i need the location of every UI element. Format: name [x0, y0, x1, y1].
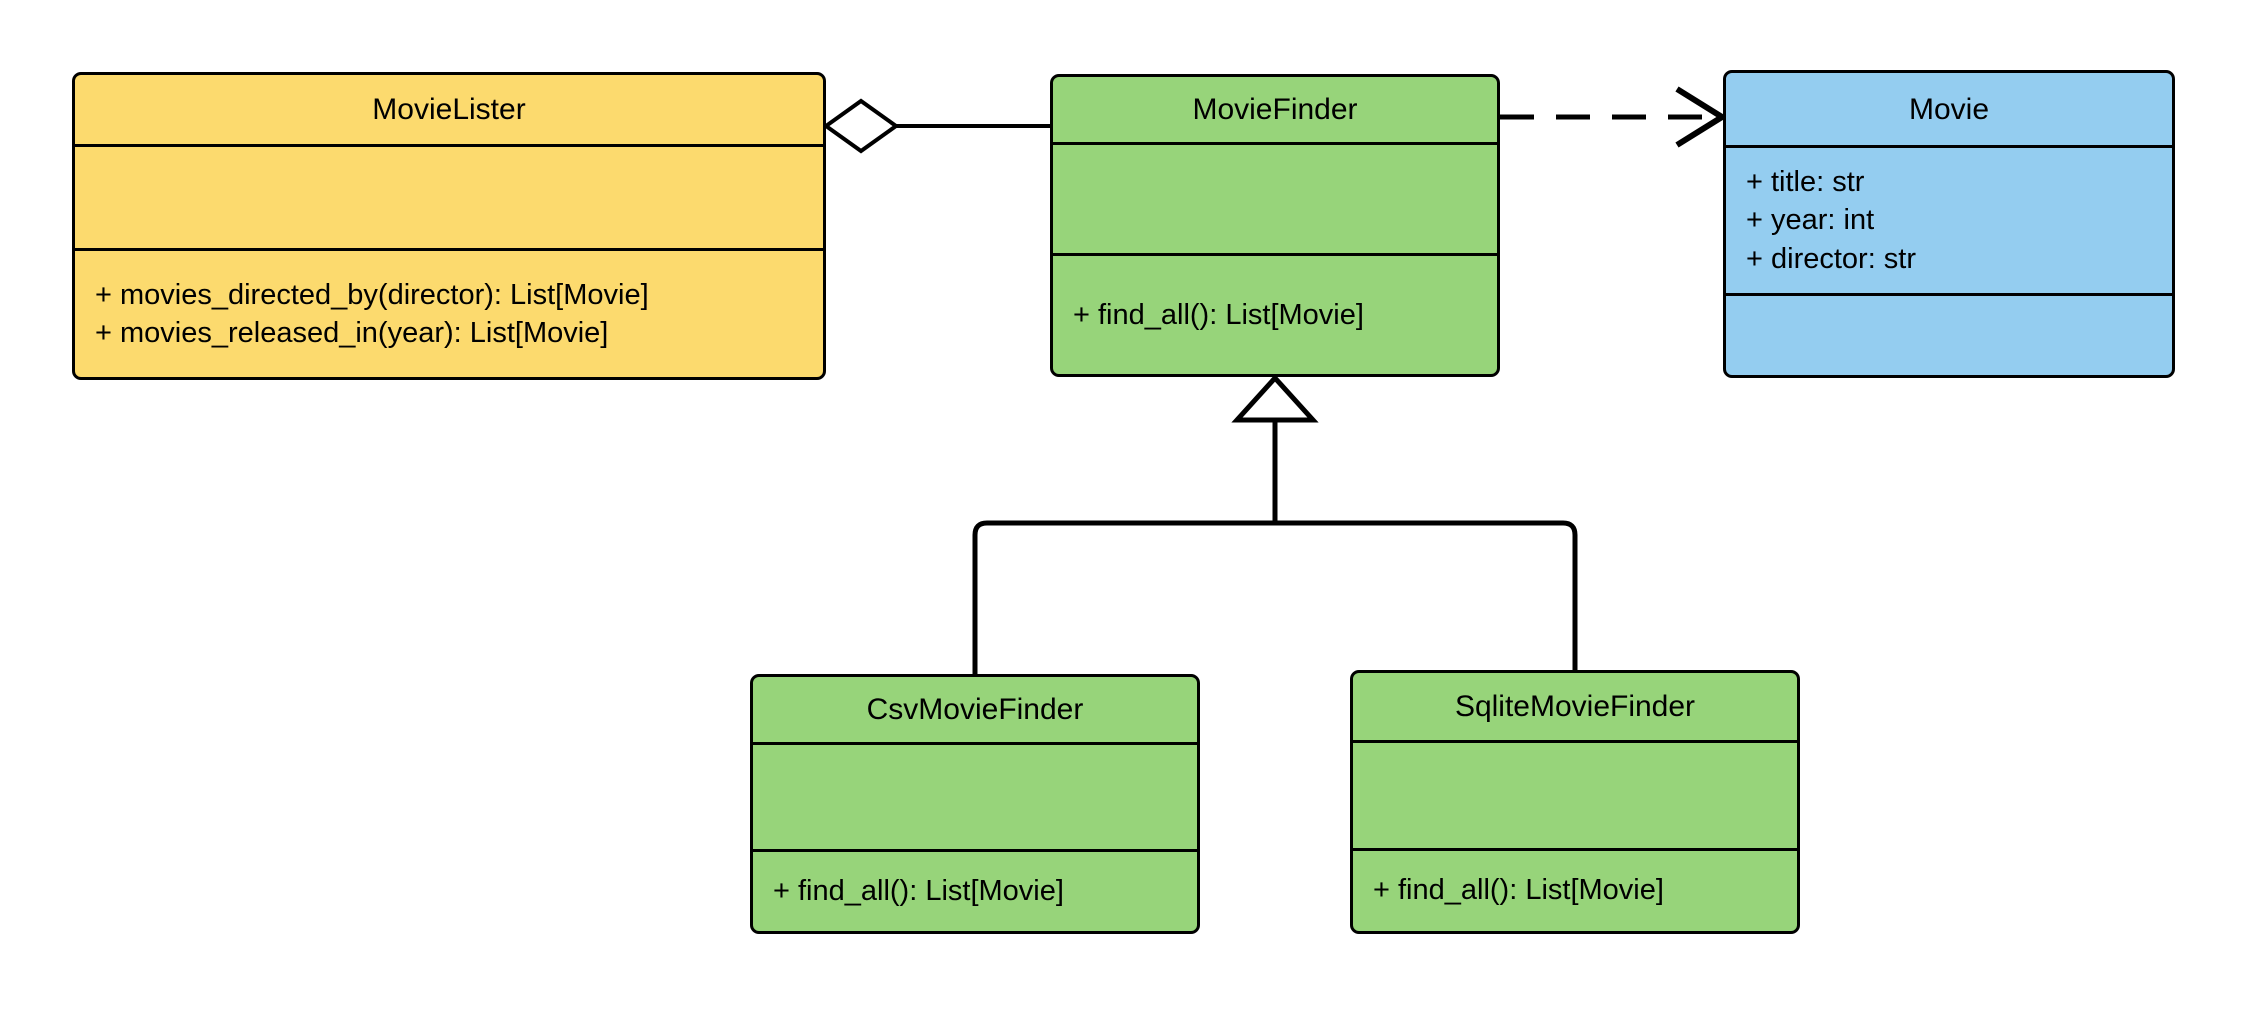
class-name-sqlite-movie-finder: SqliteMovieFinder: [1454, 690, 1696, 723]
class-attribute-item: + director: str: [1746, 242, 1917, 275]
class-attributes-movie: + title: str + year: int + director: str: [1726, 145, 2172, 293]
class-box-movie-lister[interactable]: MovieLister + movies_directed_by(directo…: [72, 72, 826, 380]
class-name-csv-movie-finder: CsvMovieFinder: [866, 693, 1084, 726]
class-header-movie-lister: MovieLister: [75, 75, 823, 144]
class-name-movie-finder: MovieFinder: [1192, 93, 1358, 126]
class-method-item: + find_all(): List[Movie]: [773, 875, 1064, 908]
class-methods-movie-lister: + movies_directed_by(director): List[Mov…: [75, 248, 823, 377]
class-methods-movie-finder: + find_all(): List[Movie]: [1053, 253, 1497, 374]
class-methods-sqlite-movie-finder: + find_all(): List[Movie]: [1353, 848, 1797, 930]
relationship-generalization-tree: [972, 418, 1578, 674]
class-header-csv-movie-finder: CsvMovieFinder: [753, 677, 1197, 742]
class-name-movie: Movie: [1908, 92, 1990, 126]
open-arrowhead-icon: [1675, 86, 1728, 148]
class-attributes-sqlite-movie-finder: [1353, 740, 1797, 848]
class-method-item: + movies_directed_by(director): List[Mov…: [95, 278, 649, 311]
class-attribute-item: + year: int: [1746, 204, 1875, 237]
class-method-item: + movies_released_in(year): List[Movie]: [95, 317, 609, 349]
class-method-item: + find_all(): List[Movie]: [1373, 874, 1664, 907]
class-methods-csv-movie-finder: + find_all(): List[Movie]: [753, 849, 1197, 931]
hollow-triangle-icon: [1231, 374, 1319, 423]
class-box-movie[interactable]: Movie + title: str + year: int + directo…: [1723, 70, 2175, 378]
class-header-movie: Movie: [1726, 73, 2172, 145]
class-box-movie-finder[interactable]: MovieFinder + find_all(): List[Movie]: [1050, 74, 1500, 377]
generalization-branch-sqlite: [1275, 520, 1578, 670]
class-box-sqlite-movie-finder[interactable]: SqliteMovieFinder + find_all(): List[Mov…: [1350, 670, 1800, 934]
class-name-movie-lister: MovieLister: [372, 93, 526, 126]
class-attributes-movie-lister: [75, 144, 823, 248]
class-method-item: + find_all(): List[Movie]: [1073, 298, 1364, 331]
relationship-aggregation-lister-finder: [822, 98, 1050, 154]
generalization-branch-csv: [972, 520, 1275, 674]
class-header-sqlite-movie-finder: SqliteMovieFinder: [1353, 673, 1797, 740]
class-header-movie-finder: MovieFinder: [1053, 77, 1497, 142]
hollow-diamond-icon: [822, 98, 900, 154]
class-attributes-movie-finder: [1053, 142, 1497, 253]
class-attribute-item: + title: str: [1746, 166, 1865, 199]
class-box-csv-movie-finder[interactable]: CsvMovieFinder + find_all(): List[Movie]: [750, 674, 1200, 934]
class-methods-movie: [1726, 293, 2172, 375]
class-attributes-csv-movie-finder: [753, 742, 1197, 849]
relationship-dependency-finder-movie: [1500, 86, 1728, 148]
